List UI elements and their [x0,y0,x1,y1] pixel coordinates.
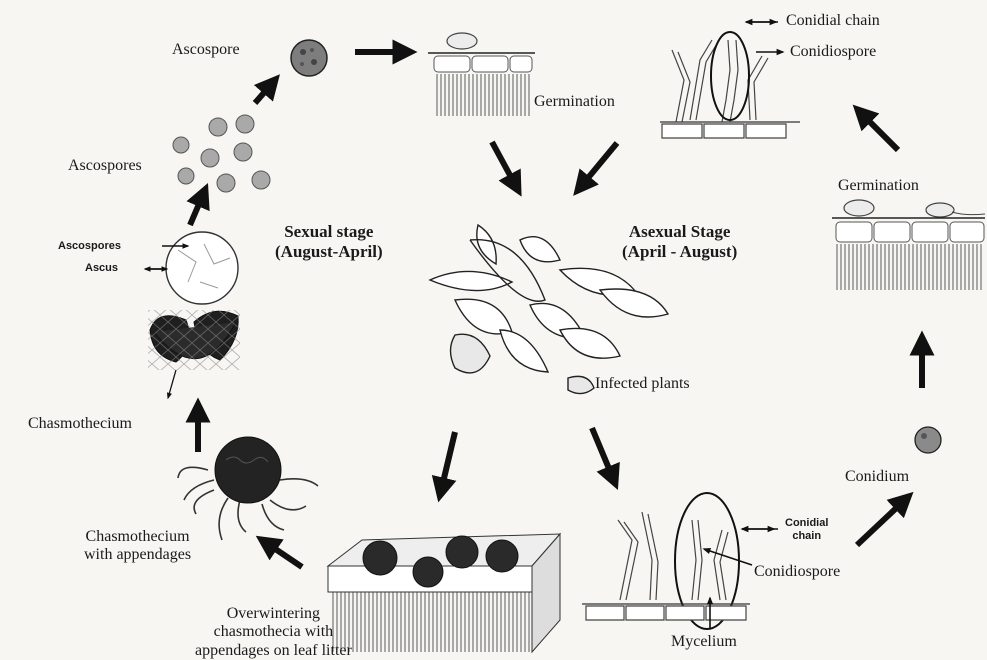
label-conidium: Conidium [845,468,909,486]
label-chasmothecium: Chasmothecium [28,415,132,433]
label-sexual-stage-line2: (August-April) [275,242,383,262]
germination-right-illustration [832,200,985,290]
arrow-overwintering-to-appendages [262,540,302,567]
ascospore-illustration [291,40,327,76]
label-overwintering-line1: Overwintering [195,605,352,623]
chasmothecium-appendages-illustration [178,437,318,540]
label-ascospore: Ascospore [172,41,240,59]
label-sexual-stage-line1: Sexual stage [275,222,383,242]
ascospores-cluster-illustration [173,115,270,192]
label-conidial-chain-bottom: Conidial chain [785,517,828,542]
germination-top-illustration [428,33,535,116]
chasmothecium-open-illustration [148,310,240,398]
label-conidial-chain-top: Conidial chain [786,12,880,30]
arrow-germination-to-conidial-chain [858,110,898,150]
conidiospore-bottom-illustration [582,493,750,629]
label-overwintering: Overwintering chasmothecia with appendag… [195,605,352,660]
label-germination-top: Germination [534,93,615,111]
label-conidial-chain-bottom-line1: Conidial [785,517,828,530]
label-ascus: Ascus [85,262,118,275]
arrow-plants-to-overwintering [440,432,455,495]
label-infected-plants: Infected plants [595,375,690,393]
ascus-illustration [145,232,238,304]
conidial-chain-top-pointers [746,22,783,52]
label-chasmothecium-appendages-line2: with appendages [84,546,191,564]
arrow-germination-to-plants-left [492,142,518,190]
label-asexual-stage-line1: Asexual Stage [622,222,737,242]
label-chasmothecium-appendages-line1: Chasmothecium [84,528,191,546]
label-asexual-stage: Asexual Stage (April - August) [622,222,737,261]
label-asexual-stage-line2: (April - August) [622,242,737,262]
label-conidiospore-bottom: Conidiospore [754,563,840,581]
arrow-germination-to-plants-right [578,143,617,190]
arrow-conidiospore-to-conidium [857,497,908,545]
arrow-ascus-to-ascospores [190,190,205,225]
label-overwintering-line3: appendages on leaf litter [195,642,352,660]
arrow-ascospores-to-ascospore [255,80,275,103]
overwintering-illustration [328,534,560,652]
label-mycelium: Mycelium [671,633,737,651]
label-germination-right: Germination [838,177,919,195]
conidium-illustration [915,427,941,453]
label-conidial-chain-bottom-line2: chain [785,530,828,543]
label-ascospores-ascus: Ascospores [58,240,121,253]
arrow-plants-to-mycelium [592,428,615,483]
label-ascospores-cluster: Ascospores [68,157,142,175]
label-overwintering-line2: chasmothecia with [195,623,352,641]
conidial-chain-top-illustration [660,32,800,138]
label-sexual-stage: Sexual stage (August-April) [275,222,383,261]
label-conidiospore-top: Conidiospore [790,43,876,61]
label-chasmothecium-appendages: Chasmothecium with appendages [84,528,191,565]
